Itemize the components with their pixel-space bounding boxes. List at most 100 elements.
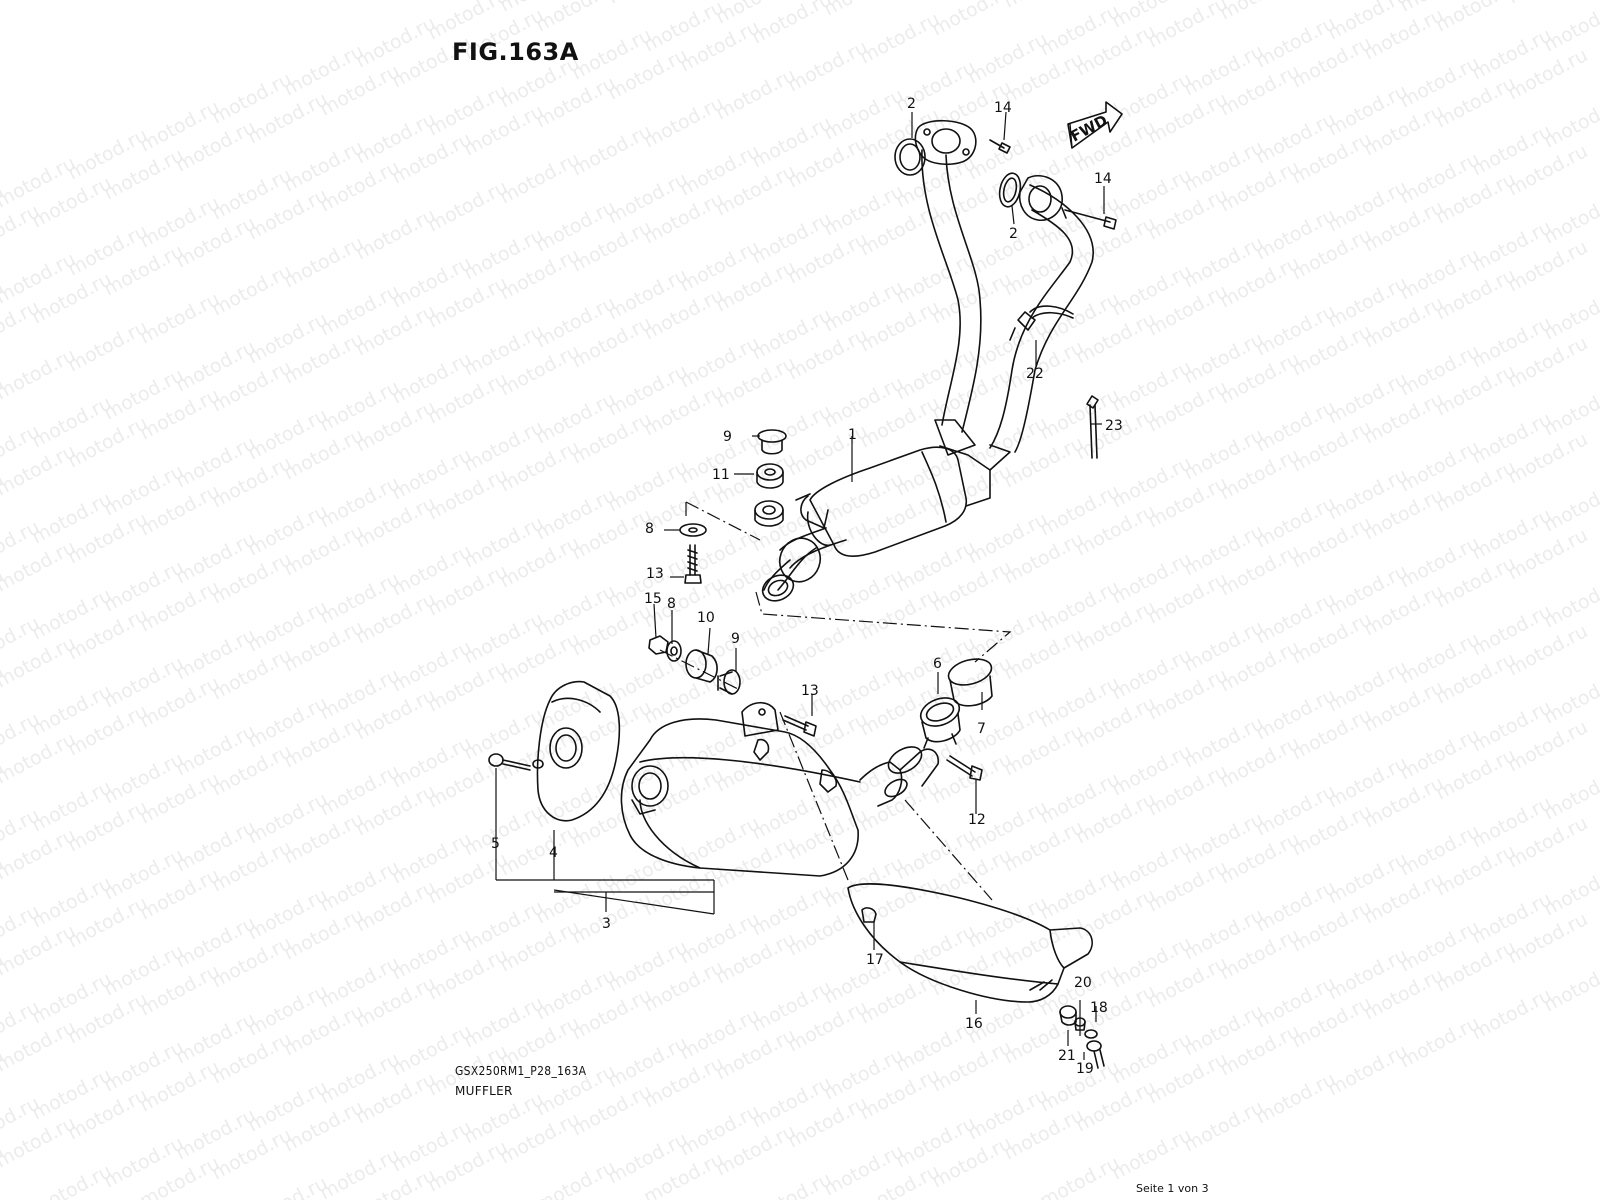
callout-17: 17 <box>866 952 884 968</box>
callout-10: 10 <box>697 610 715 626</box>
figure-title: FIG.163A <box>452 38 579 66</box>
watermark-text: motod.ru <box>1180 1096 1267 1156</box>
watermark-text: motod.ru <box>208 260 295 320</box>
callout-1: 1 <box>848 427 857 443</box>
washer-8-lower <box>666 640 682 662</box>
gasket-2-right <box>998 172 1022 208</box>
watermark-text: motod.ru <box>28 1160 115 1200</box>
watermark-text: motod.ru <box>136 288 223 348</box>
callout-18: 18 <box>1090 1000 1108 1016</box>
watermark-text: motod.ru <box>1000 0 1087 12</box>
callout-6: 6 <box>933 656 942 672</box>
watermark-text: motod.ru <box>1252 1068 1339 1128</box>
watermark-text: motod.ru <box>0 344 79 404</box>
watermark-text: motod.ru <box>1540 188 1600 248</box>
callout-20: 20 <box>1074 975 1092 991</box>
callout-21: 21 <box>1058 1048 1076 1064</box>
oxygen-sensor-22 <box>1009 305 1074 341</box>
nut-15 <box>648 635 669 655</box>
callout-labels: 1 2 2 3 4 5 6 7 8 8 9 9 10 11 12 13 13 1… <box>491 96 1123 1077</box>
gasket-2-left <box>894 138 926 176</box>
catalyst-body-1 <box>761 445 991 602</box>
watermark-text: motod.ru <box>1540 380 1600 440</box>
watermark-text: motod.ru <box>532 1156 619 1200</box>
callout-19: 19 <box>1076 1061 1094 1077</box>
watermark-text: motod.ru <box>712 64 799 124</box>
heat-shield-16 <box>847 883 1093 1003</box>
callout-14-upper: 14 <box>994 100 1012 116</box>
callout-2-right: 2 <box>1009 226 1018 242</box>
watermark-text: motod.ru <box>1324 1040 1411 1100</box>
watermark-text: motod.ru <box>1540 860 1600 920</box>
damper-17 <box>861 907 877 923</box>
watermark-text: motod.ru <box>352 204 439 264</box>
watermark-text: motod.ru <box>1540 92 1600 152</box>
watermark-text: motod.ru <box>1468 984 1555 1044</box>
screw-5 <box>488 753 531 771</box>
watermark-text: motod.ru <box>604 0 691 8</box>
bolt-14-upper <box>989 139 1011 154</box>
exhaust-header-pipes <box>921 149 1094 471</box>
callout-22: 22 <box>1026 366 1044 382</box>
callout-9-upper: 9 <box>723 429 732 445</box>
callout-8-lower: 8 <box>667 596 676 612</box>
grommet-10 <box>685 649 718 683</box>
watermark-text: motod.ru <box>1108 1124 1195 1184</box>
clamp-6 <box>919 697 961 749</box>
watermark-text: motod.ru <box>1540 668 1600 728</box>
figure-name: MUFFLER <box>455 1084 513 1098</box>
bolt-13-upper <box>684 544 702 584</box>
watermark-text: motod.ru <box>424 176 511 236</box>
watermark-text: motod.ru <box>1540 284 1600 344</box>
bushing-9-lower <box>717 669 741 695</box>
watermark-text: motod.ru <box>784 36 871 96</box>
callout-23: 23 <box>1105 418 1123 434</box>
watermark-text: motod.ru <box>856 8 943 68</box>
watermark-text: motod.ru <box>532 0 619 36</box>
muffler-body-3 <box>620 701 940 877</box>
callout-12: 12 <box>968 812 986 828</box>
watermark-text: motod.ru <box>1540 572 1600 632</box>
callout-15: 15 <box>644 591 662 607</box>
callout-2-left: 2 <box>907 96 916 112</box>
callout-9-lower: 9 <box>731 631 740 647</box>
grommet-11 <box>756 463 784 489</box>
leader-lines <box>495 111 1105 1060</box>
header-flange-right <box>1018 174 1063 221</box>
washer-8-upper <box>679 523 707 537</box>
washer-19 <box>1084 1029 1098 1039</box>
callout-11: 11 <box>712 467 730 483</box>
bolt-13-lower <box>782 715 817 737</box>
callout-4: 4 <box>549 845 558 861</box>
watermark-text: motod.ru <box>1540 476 1600 536</box>
end-cap-4 <box>532 680 621 822</box>
callout-5: 5 <box>491 836 500 852</box>
watermark-text: motod.ru <box>280 232 367 292</box>
cable-tie-23 <box>1086 395 1099 459</box>
watermark-text: motod.ru <box>496 148 583 208</box>
watermark-text: motod.ru <box>1036 1152 1123 1200</box>
watermark-text: motod.ru <box>640 92 727 152</box>
bolt-12 <box>946 755 983 781</box>
alignment-lines <box>659 501 1012 901</box>
callout-3: 3 <box>602 916 611 932</box>
watermark-text: motod.ru <box>1216 0 1303 24</box>
page-indicator: Seite 1 von 3 <box>1136 1182 1209 1195</box>
watermark-text: motod.ru <box>1504 0 1591 8</box>
callout-7: 7 <box>977 721 986 737</box>
watermark-text: motod.ru <box>820 0 907 20</box>
callout-13-upper: 13 <box>646 566 664 582</box>
callout-14-right: 14 <box>1094 171 1112 187</box>
watermark-text: motod.ru <box>1540 764 1600 824</box>
watermark-text: motod.ru <box>568 120 655 180</box>
callout-8-upper: 8 <box>645 521 654 537</box>
watermark-text: motod.ru <box>1432 0 1519 36</box>
watermark-text: motod.ru <box>928 0 1015 40</box>
collar-21 <box>1059 1005 1077 1026</box>
callout-13-lower: 13 <box>801 683 819 699</box>
watermark-text: motod.ru <box>64 316 151 376</box>
mount-collar <box>754 500 784 527</box>
figure-code: GSX250RM1_P28_163A <box>455 1064 587 1078</box>
